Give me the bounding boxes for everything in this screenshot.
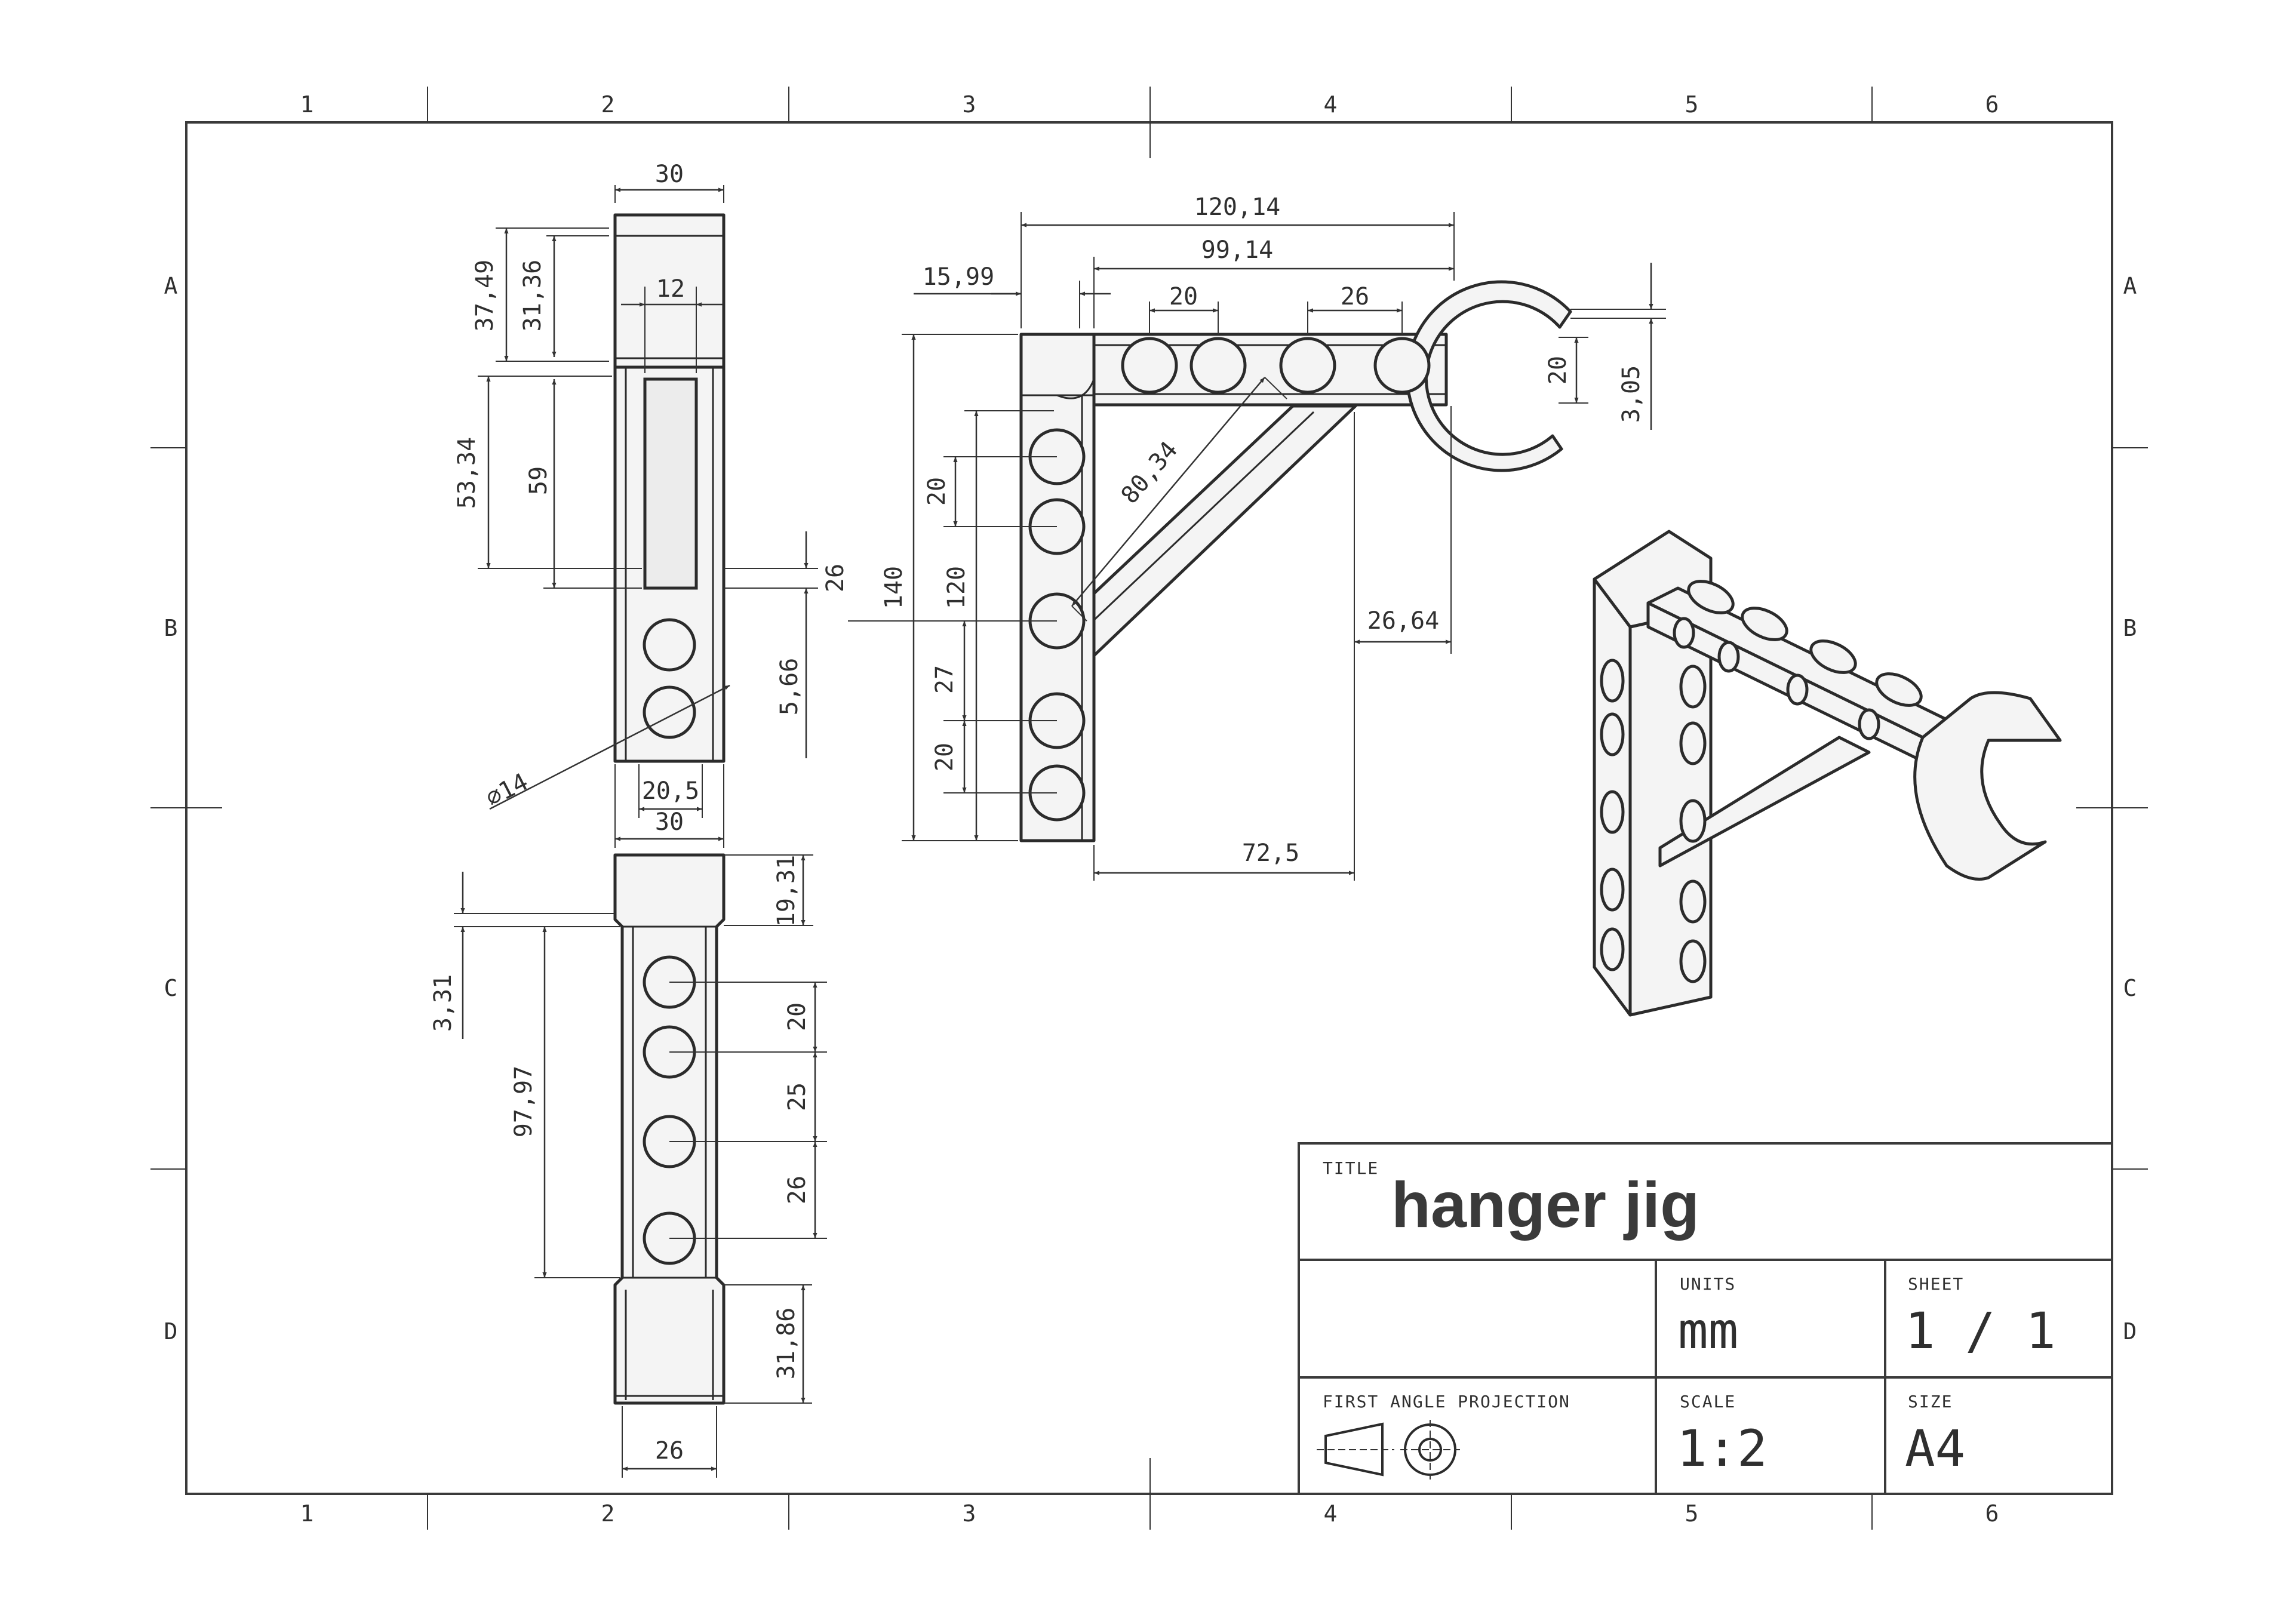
size-label: SIZE [1908,1392,1953,1411]
dim-side-bottom-width: 20,5 [642,777,699,805]
zone-col-top-1: 1 [300,91,314,118]
side-top-hole-2 [643,685,696,739]
dim-side-width-top: 30 [655,161,684,188]
zone-row-left-d: D [164,1318,178,1345]
dim-front-arm-pitch-a: 20 [1169,283,1198,310]
zone-col-bottom-6: 6 [1985,1500,1999,1527]
dim-side-width-bottom: 30 [655,808,684,836]
iso-clip [1913,691,2062,881]
dim-side-hole-dia: ⌀14 [481,768,532,813]
isometric-view [1593,530,2062,1017]
zone-col-top-5: 5 [1685,91,1699,118]
dim-front-post-width: 15,99 [923,263,994,291]
title-block: TITLE hanger jig UNITS mm SHEET 1 / 1 FI… [1298,1142,2113,1495]
zone-col-top-2: 2 [601,91,615,118]
zone-col-top-6: 6 [1985,91,1999,118]
zone-row-right-a: A [2123,273,2137,299]
zone-col-bottom-3: 3 [963,1500,976,1527]
dim-side-len-a: 53,34 [453,437,481,509]
zone-col-top-4: 4 [1324,91,1338,118]
zone-ticks [150,87,2148,1530]
zone-row-right-d: D [2123,1318,2137,1345]
side-view-bottom [613,853,726,1405]
zone-col-bottom-2: 2 [601,1500,615,1527]
dim-bottom-pitch-b: 25 [783,1082,811,1111]
front-brace [1082,404,1357,659]
sheet-label: SHEET [1908,1274,1964,1294]
dim-front-clip-wall: 3,05 [1618,365,1645,423]
dim-side-height-a: 37,49 [471,260,499,331]
units-label: UNITS [1680,1274,1736,1294]
dim-side-offset-b: 5,66 [776,658,803,715]
dim-side-slot-width: 12 [656,275,685,303]
zone-row-left-c: C [164,975,178,1001]
front-view [1019,280,1572,842]
zone-col-bottom-1: 1 [300,1500,314,1527]
side-bottom-dimensions: 19,31 3,31 97,97 20 25 26 31,86 26 [429,854,827,1478]
units-value: mm [1678,1302,1738,1360]
dim-side-height-b: 31,36 [519,260,546,331]
dim-front-arm-pitch-b: 26 [1341,283,1369,310]
dim-front-brace-len: 80,34 [1116,436,1184,509]
front-clip [1406,280,1572,472]
zone-row-right-b: B [2123,615,2137,641]
dim-front-post-pitch-a: 20 [923,477,951,506]
side-top-dimensions: 30 37,49 31,36 12 53,34 59 26 5,66 ⌀14 2… [453,161,849,848]
sheet-value: 1 / 1 [1905,1302,2056,1360]
dim-front-overall-height: 140 [880,566,908,609]
zone-row-right-c: C [2123,975,2137,1001]
zone-col-top-3: 3 [963,91,976,118]
dim-front-overall-width: 120,14 [1194,193,1281,221]
zone-row-left-b: B [164,615,178,641]
projection-label: FIRST ANGLE PROJECTION [1323,1392,1570,1411]
dim-bottom-body-len: 97,97 [510,1066,537,1137]
arm-hole-3 [1279,337,1336,394]
side-view-top [613,213,726,763]
scale-value: 1:2 [1677,1419,1768,1478]
arm-hole-1 [1121,337,1178,394]
side-top-slot [643,377,698,590]
dim-bottom-base-width: 26 [655,1437,684,1465]
dim-side-len-b: 59 [525,466,552,495]
dim-bottom-pitch-a: 20 [783,1002,811,1031]
dim-front-arm-width: 99,14 [1201,236,1273,264]
drawing-title: hanger jig [1391,1168,1699,1241]
zone-col-bottom-5: 5 [1685,1500,1699,1527]
dim-front-post-pitch-c: 20 [931,743,958,771]
dim-front-brace-reach: 72,5 [1242,839,1299,867]
arm-hole-4 [1373,337,1431,394]
dim-bottom-pitch-c: 26 [783,1176,811,1204]
dim-bottom-cap-height: 19,31 [773,855,800,927]
dim-front-inner-height: 120 [943,566,970,609]
dim-bottom-base-height: 31,86 [773,1308,800,1379]
zone-col-bottom-4: 4 [1324,1500,1338,1527]
side-top-hole-1 [643,618,696,672]
dim-front-brace-offset: 26,64 [1367,607,1439,635]
first-angle-projection-icon [1317,1420,1460,1480]
title-label: TITLE [1323,1158,1379,1178]
zone-labels: 1 2 3 4 5 6 1 2 3 4 5 6 A B C D A B C D [164,91,2137,1527]
zone-row-left-a: A [164,273,178,299]
dim-front-clip-gap: 20 [1544,356,1572,385]
dim-side-offset: 26 [822,564,849,592]
scale-label: SCALE [1680,1392,1736,1411]
arm-hole-2 [1189,337,1247,394]
size-value: A4 [1905,1419,1965,1478]
dim-bottom-step: 3,31 [429,974,457,1032]
dim-front-post-pitch-b: 27 [931,665,958,694]
